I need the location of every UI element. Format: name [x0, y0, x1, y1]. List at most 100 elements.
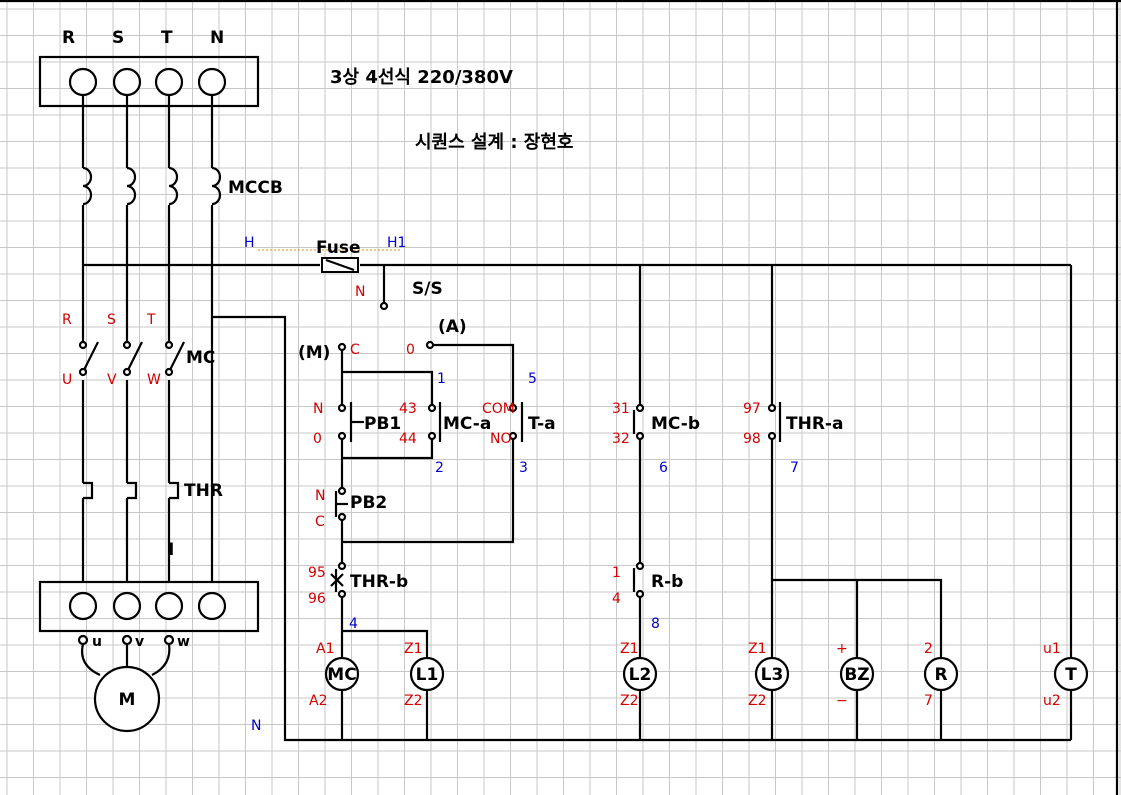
thrb-label: THR-b — [350, 572, 408, 592]
mcb-label: MC-b — [651, 414, 700, 434]
node-5: 5 — [528, 371, 537, 387]
rb-4-label: 4 — [612, 591, 621, 607]
load-mc: MC A1 A2 — [309, 641, 360, 709]
load-l2: L2 Z1 Z2 — [620, 641, 658, 709]
mcb-32-label: 32 — [612, 431, 630, 447]
terminal-label-r: R — [62, 28, 75, 48]
supply-terminal — [112, 67, 142, 97]
load-r: R 2 7 — [923, 641, 959, 709]
selector-a-contact — [425, 340, 435, 350]
node-2: 2 — [435, 460, 444, 476]
svg-text:−: − — [836, 693, 848, 709]
svg-text:A2: A2 — [309, 693, 327, 709]
mc-in-r: R — [62, 312, 72, 328]
terminal-label-t: T — [161, 28, 173, 48]
svg-text:2: 2 — [924, 641, 933, 657]
svg-text:MC: MC — [327, 665, 356, 685]
mc-out-v: V — [107, 372, 117, 388]
load-l3: L3 Z1 Z2 — [748, 641, 790, 709]
thr-elements — [83, 481, 180, 500]
mc-in-s: S — [107, 312, 116, 328]
motor-label: M — [119, 690, 136, 710]
svg-text:u1: u1 — [1043, 641, 1061, 657]
mcb-31-label: 31 — [612, 401, 630, 417]
rb-1-label: 1 — [612, 565, 621, 581]
node-3: 3 — [519, 460, 528, 476]
motor-terminal — [154, 591, 184, 621]
supply-terminal — [154, 67, 184, 97]
ta-no-label: NO — [490, 431, 512, 447]
mc-out-u: U — [62, 372, 72, 388]
motor-term-u: u — [92, 634, 102, 650]
control-wiring — [83, 263, 1073, 742]
pb1-contact — [337, 402, 364, 442]
motor-terminal-block — [38, 580, 260, 633]
system-title: 3상 4선식 220/380V — [330, 67, 513, 88]
motor-terminal — [197, 591, 227, 621]
terminal-label-n: N — [210, 28, 224, 48]
pb2-contact — [334, 486, 348, 522]
supply-terminal — [197, 67, 227, 97]
ta-label: T-a — [528, 414, 556, 434]
svg-text:T: T — [1065, 665, 1077, 685]
mccb-label: MCCB — [228, 178, 283, 198]
svg-text:R: R — [934, 665, 947, 685]
designer-title: 시퀀스 설계 : 장현호 — [415, 132, 573, 153]
thra-label: THR-a — [786, 414, 843, 434]
mca-contact — [427, 402, 442, 442]
node-7: 7 — [790, 460, 799, 476]
rb-contact — [632, 561, 645, 599]
bottom-n-label: N — [251, 718, 261, 734]
load-bz: BZ + − — [836, 641, 875, 709]
svg-text:u2: u2 — [1043, 693, 1061, 709]
node-1: 1 — [437, 371, 446, 387]
node-6: 6 — [659, 460, 668, 476]
mccb-breakers — [82, 166, 222, 206]
thrb-95-label: 95 — [308, 565, 326, 581]
mc-out-w: W — [147, 372, 161, 388]
motor-terminal — [112, 591, 142, 621]
terminal-label-s: S — [112, 28, 124, 48]
mc-in-t: T — [146, 312, 156, 328]
mc-label: MC — [186, 348, 215, 368]
thrb-96-label: 96 — [308, 591, 326, 607]
load-t: T u1 u2 — [1043, 641, 1089, 709]
ta-com-label: COM — [482, 401, 515, 417]
svg-text:L1: L1 — [416, 665, 439, 685]
supply-terminal-block — [38, 55, 260, 108]
mca-43-label: 43 — [399, 401, 417, 417]
pb2-n-label: N — [315, 488, 325, 504]
node-4: 4 — [349, 616, 358, 632]
mcb-contact — [632, 403, 645, 441]
main-power-lines — [81, 95, 214, 582]
pb2-c-label: C — [315, 514, 325, 530]
mca-label: MC-a — [443, 414, 491, 434]
pb1-n-label: N — [313, 401, 323, 417]
motor-leads — [77, 634, 175, 677]
supply-terminal — [68, 67, 98, 97]
svg-text:Z2: Z2 — [404, 693, 423, 709]
fuse-label: Fuse — [316, 238, 361, 258]
selector-m-contact — [337, 342, 347, 352]
svg-text:7: 7 — [924, 693, 933, 709]
mca-44-label: 44 — [399, 431, 417, 447]
svg-text:L2: L2 — [629, 665, 652, 685]
pb2-label: PB2 — [350, 493, 387, 513]
thra-contact — [767, 402, 782, 442]
selector-m-label: (M) — [298, 343, 330, 363]
ss-n-label: N — [355, 284, 365, 300]
selector-a-label: (A) — [438, 317, 467, 337]
thra-97-label: 97 — [743, 401, 761, 417]
mc-contacts — [78, 340, 185, 377]
svg-text:Z1: Z1 — [748, 641, 767, 657]
pb1-label: PB1 — [364, 414, 401, 434]
selector-c-label: C — [350, 342, 360, 358]
svg-text:Z2: Z2 — [620, 693, 639, 709]
ss-terminal — [379, 301, 389, 311]
thrb-contact — [330, 561, 347, 599]
svg-text:A1: A1 — [316, 641, 334, 657]
svg-text:Z1: Z1 — [404, 641, 423, 657]
thra-98-label: 98 — [743, 431, 761, 447]
ta-contact — [508, 402, 524, 442]
